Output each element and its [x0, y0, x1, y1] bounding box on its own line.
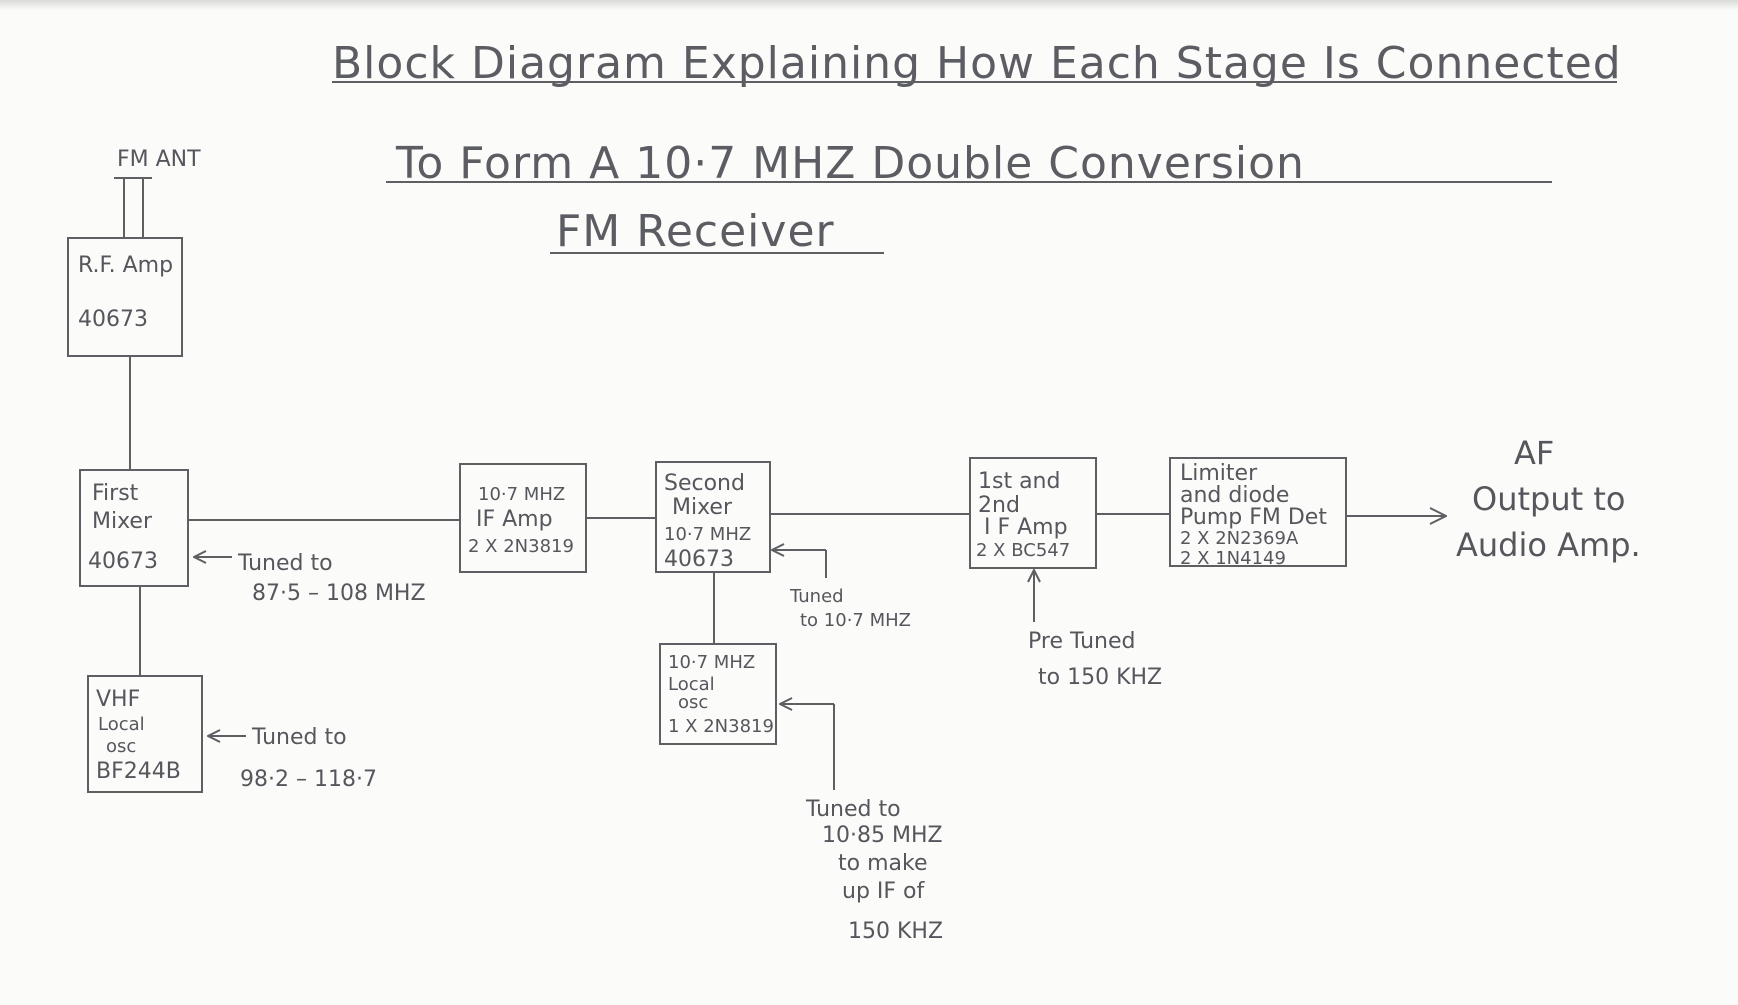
output-line-3: Audio Amp. — [1456, 526, 1641, 564]
scan-edge — [0, 0, 1738, 10]
second-mixer-name-2: Mixer — [672, 495, 733, 520]
second-mixer-tune-line-2: to 10·7 MHZ — [800, 610, 911, 631]
vhf-tune-line-1: Tuned to — [251, 725, 347, 750]
local-osc-107-block: 10·7 MHZ Local osc 1 X 2N3819 — [659, 643, 777, 745]
local-osc-tune-line-2: 10·85 MHZ — [822, 823, 943, 848]
local-osc-tune-line-4: up IF of — [842, 879, 925, 904]
limiter-part-1: 2 X 2N2369A — [1180, 528, 1299, 549]
vhf-osc-name-2: Local — [98, 714, 145, 735]
title-line-3: FM Receiver — [556, 206, 835, 257]
local-osc-107-part: 1 X 2N3819 — [668, 716, 774, 737]
antenna-label: FM ANT — [117, 147, 201, 172]
local-osc-tune-line-3: to make — [838, 851, 927, 876]
second-mixer-block: Second Mixer 10·7 MHZ 40673 — [655, 461, 771, 573]
if-amp-2nd-name-3: I F Amp — [984, 515, 1068, 540]
if-amp-107-name-1: 10·7 MHZ — [478, 484, 565, 505]
second-mixer-tune-line-1: Tuned — [789, 586, 844, 607]
mixer-tune-line-2: 87·5 – 108 MHZ — [252, 581, 426, 606]
if-amp-107-part: 2 X 2N3819 — [468, 536, 574, 557]
if-amp-2nd-block: 1st and 2nd I F Amp 2 X BC547 — [969, 457, 1097, 569]
rf-amp-name: R.F. Amp — [78, 253, 173, 278]
output-line-2: Output to — [1472, 480, 1625, 518]
local-osc-107-name-1: 10·7 MHZ — [668, 652, 755, 673]
if-pretune-line-2: to 150 KHZ — [1038, 665, 1162, 690]
if-amp-2nd-part: 2 X BC547 — [976, 540, 1070, 561]
vhf-osc-block: VHF Local osc BF244B — [87, 675, 203, 793]
second-mixer-name-1: Second — [664, 471, 745, 496]
if-amp-107-block: 10·7 MHZ IF Amp 2 X 2N3819 — [459, 463, 587, 573]
first-mixer-part: 40673 — [88, 549, 158, 574]
if-amp-107-name-2: IF Amp — [476, 507, 553, 532]
if-amp-2nd-name-2: 2nd — [978, 493, 1020, 518]
local-osc-tune-line-1: Tuned to — [805, 797, 901, 822]
title-line-1: Block Diagram Explaining How Each Stage … — [332, 38, 1622, 89]
limiter-part-2: 2 X 1N4149 — [1180, 548, 1286, 569]
title-line-2: To Form A 10·7 MHZ Double Conversion — [395, 138, 1305, 189]
vhf-tune-line-2: 98·2 – 118·7 — [240, 767, 377, 792]
vhf-osc-name-1: VHF — [96, 687, 140, 712]
local-osc-107-name-2: Local — [668, 674, 715, 695]
output-line-1: AF — [1514, 434, 1554, 472]
first-mixer-name-2: Mixer — [92, 509, 153, 534]
first-mixer-block: First Mixer 40673 — [79, 469, 189, 587]
limiter-name-1: Limiter — [1180, 461, 1258, 486]
vhf-osc-part: BF244B — [96, 759, 181, 784]
mixer-tune-line-1: Tuned to — [237, 551, 333, 576]
limiter-name-2: and diode — [1180, 483, 1289, 508]
vhf-osc-name-3: osc — [106, 736, 136, 757]
second-mixer-freq: 10·7 MHZ — [664, 524, 751, 545]
second-mixer-part: 40673 — [664, 547, 734, 572]
limiter-name-3: Pump FM Det — [1180, 505, 1327, 530]
antenna-icon — [114, 177, 152, 238]
rf-amp-part: 40673 — [78, 307, 148, 332]
limiter-block: Limiter and diode Pump FM Det 2 X 2N2369… — [1169, 457, 1347, 569]
if-pretune-line-1: Pre Tuned — [1028, 629, 1135, 654]
local-osc-tune-line-5: 150 KHZ — [848, 919, 943, 944]
local-osc-107-name-3: osc — [678, 692, 708, 713]
rf-amp-block: R.F. Amp 40673 — [67, 237, 183, 357]
if-amp-2nd-name-1: 1st and — [978, 469, 1060, 494]
first-mixer-name-1: First — [92, 481, 139, 506]
